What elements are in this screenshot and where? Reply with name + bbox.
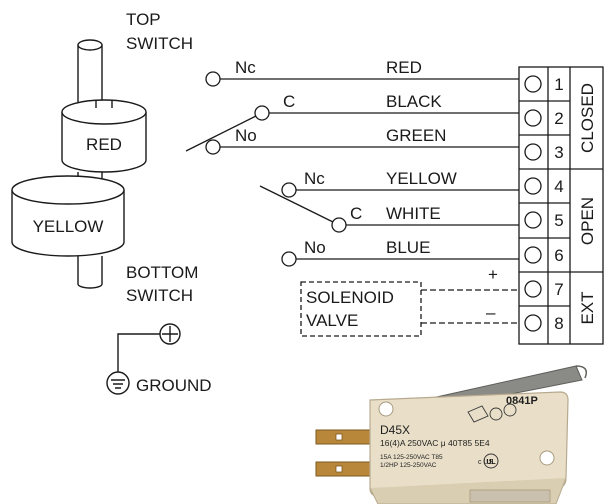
group-closed-label: CLOSED — [578, 83, 597, 153]
top-no-contact — [205, 139, 221, 155]
terminal-number-4: 4 — [554, 177, 563, 196]
terminal-screw-1 — [524, 75, 542, 93]
switch-terminal-bottom — [315, 461, 379, 477]
terminal-number-3: 3 — [554, 143, 563, 162]
top-no-label: No — [235, 126, 257, 145]
top-c-contact — [254, 105, 270, 121]
terminal-screw-3 — [524, 143, 542, 161]
wire-label-blue: BLUE — [386, 238, 430, 257]
terminal-number-6: 6 — [554, 246, 563, 265]
bottom-c-contact — [331, 217, 347, 233]
bottom-switch-arm — [259, 185, 334, 223]
top-switch-label-line2: SWITCH — [126, 34, 193, 53]
top-nc-label: Nc — [235, 58, 256, 77]
red-float-top — [61, 99, 147, 125]
top-nc-contact — [205, 71, 221, 87]
group-open-label: OPEN — [578, 197, 597, 245]
cert-mark: c US — [478, 459, 494, 466]
terminal-screw-5 — [524, 211, 542, 229]
terminal-number-2: 2 — [554, 109, 563, 128]
contacts-and-wires — [185, 71, 520, 267]
terminal-number-8: 8 — [554, 314, 563, 333]
shaft-bottom — [77, 256, 103, 284]
yellow-float-label: YELLOW — [33, 217, 104, 236]
wire-label-green: GREEN — [386, 126, 446, 145]
bottom-c-label: C — [350, 204, 362, 223]
yellow-float-top — [11, 175, 125, 205]
solenoid-minus-label: – — [486, 303, 496, 322]
mounting-hole-right — [539, 450, 555, 466]
terminal-block — [518, 66, 604, 345]
top-c-label: C — [283, 92, 295, 111]
terminal-screw-8 — [524, 314, 542, 332]
solenoid-valve — [300, 281, 520, 337]
shaft-cap — [77, 39, 103, 51]
terminal-screw-2 — [524, 109, 542, 127]
solenoid-plus-label: + — [488, 265, 498, 284]
microswitch-photo: 0841P D45X 16(4)A 250VAC μ 40T85 5E4 15A… — [315, 365, 588, 504]
enec-mark-icon — [467, 403, 517, 423]
bottom-no-label: No — [304, 238, 326, 257]
terminal-screw-6 — [524, 246, 542, 264]
bottom-nc-label: Nc — [304, 169, 325, 188]
mounting-hole-left — [378, 401, 394, 417]
switch-rating-2: 15A 125-250VAC T85 — [380, 454, 443, 461]
switch-model: D45X — [380, 423, 410, 437]
red-float-body — [61, 112, 147, 173]
switch-rating: 16(4)A 250VAC μ 40T85 5E4 — [380, 438, 490, 448]
terminal-number-1: 1 — [554, 75, 563, 94]
group-ext-label: EXT — [578, 291, 597, 324]
wire-label-white: WHITE — [386, 204, 441, 223]
terminal-screw-7 — [524, 280, 542, 298]
ul-mark-icon: UL c US — [478, 453, 499, 469]
switch-terminal-top — [315, 429, 379, 445]
bottom-nc-contact — [281, 182, 297, 198]
red-float-label: RED — [86, 135, 122, 154]
wire-label-red: RED — [386, 58, 422, 77]
bottom-switch-label-line2: SWITCH — [126, 286, 193, 305]
bottom-switch-label-line1: BOTTOM — [126, 263, 198, 282]
switch-rating-3: 1/2HP 125-250VAC — [380, 462, 437, 469]
wire-label-black: BLACK — [386, 92, 442, 111]
terminal-number-5: 5 — [554, 211, 563, 230]
ground-label: GROUND — [136, 376, 212, 395]
solenoid-label-line1: SOLENOID — [306, 288, 394, 307]
bottom-no-contact — [281, 251, 297, 267]
terminal-number-7: 7 — [554, 280, 563, 299]
yellow-float-body — [11, 190, 125, 257]
ground-icon — [106, 371, 130, 395]
solenoid-box — [300, 281, 422, 337]
float-switch-assembly — [11, 39, 147, 289]
ground-symbol — [106, 323, 181, 395]
top-switch-arm — [185, 115, 257, 152]
wire-label-yellow: YELLOW — [386, 169, 457, 188]
terminal-screw-4 — [524, 177, 542, 195]
ul-mark-text: UL — [486, 459, 496, 466]
switch-code: 0841P — [506, 395, 538, 407]
solenoid-label-line2: VALVE — [306, 311, 358, 330]
top-switch-label-line1: TOP — [126, 10, 161, 29]
